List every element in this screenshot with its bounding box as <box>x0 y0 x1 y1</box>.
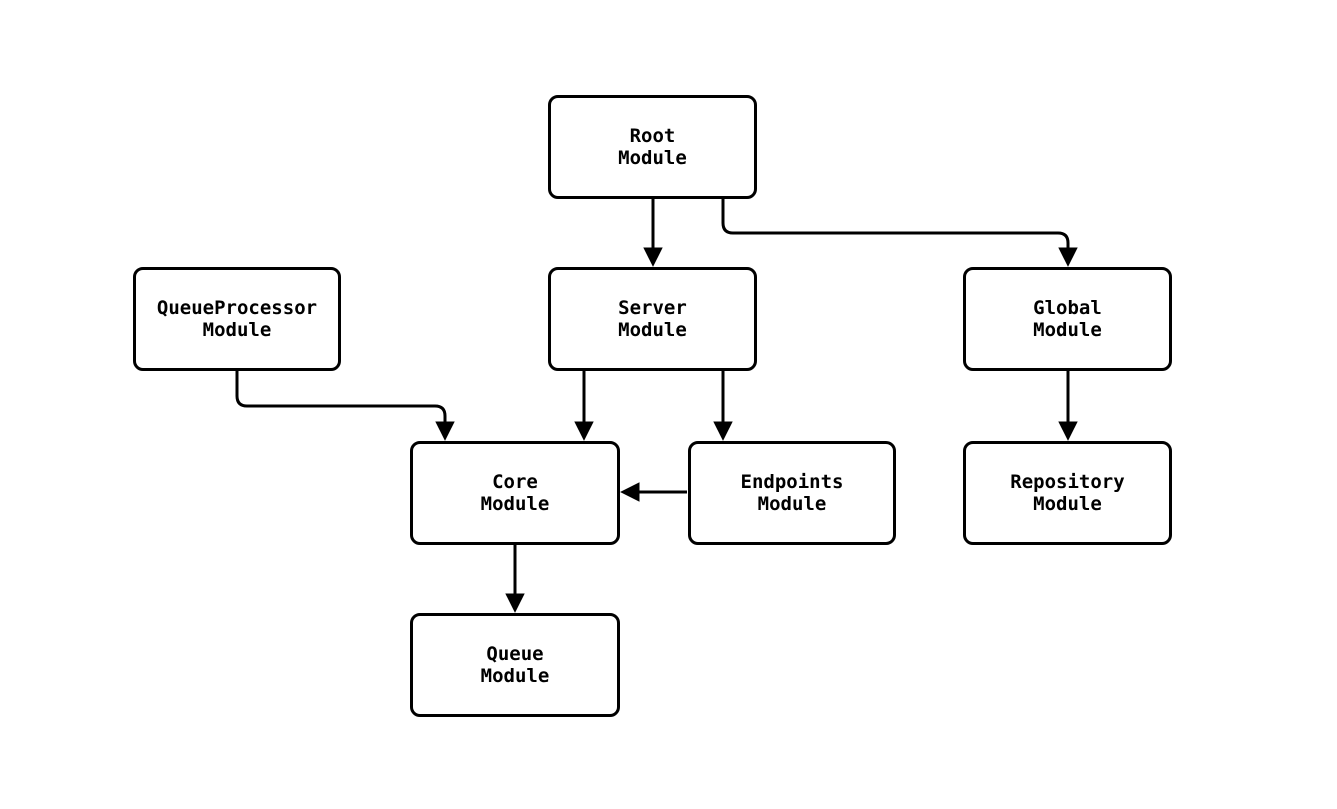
edge-root-global <box>721 199 1078 267</box>
node-queue-module: Queue Module <box>410 613 620 717</box>
node-label: Module <box>480 665 550 687</box>
node-server-module: Server Module <box>548 267 757 371</box>
node-label: Queue <box>486 643 544 665</box>
node-core-module: Core Module <box>410 441 620 545</box>
node-label: Endpoints <box>740 471 844 493</box>
node-label: Module <box>480 493 550 515</box>
node-endpoints-module: Endpoints Module <box>688 441 896 545</box>
node-root-module: Root Module <box>548 95 757 199</box>
node-label: Module <box>757 493 827 515</box>
node-queueprocessor-module: QueueProcessor Module <box>133 267 341 371</box>
node-label: Module <box>202 319 272 341</box>
node-label: QueueProcessor <box>156 297 318 319</box>
node-label: Module <box>618 147 687 169</box>
node-label: Global <box>1033 297 1102 319</box>
node-global-module: Global Module <box>963 267 1172 371</box>
node-label: Module <box>1033 319 1102 341</box>
node-label: Module <box>1033 493 1102 515</box>
node-label: Root <box>629 125 676 147</box>
edge-queueprocessor-core <box>235 371 455 441</box>
node-repository-module: Repository Module <box>963 441 1172 545</box>
node-label: Server <box>618 297 687 319</box>
node-label: Repository <box>1010 471 1125 493</box>
node-label: Core <box>492 471 538 493</box>
node-label: Module <box>618 319 687 341</box>
